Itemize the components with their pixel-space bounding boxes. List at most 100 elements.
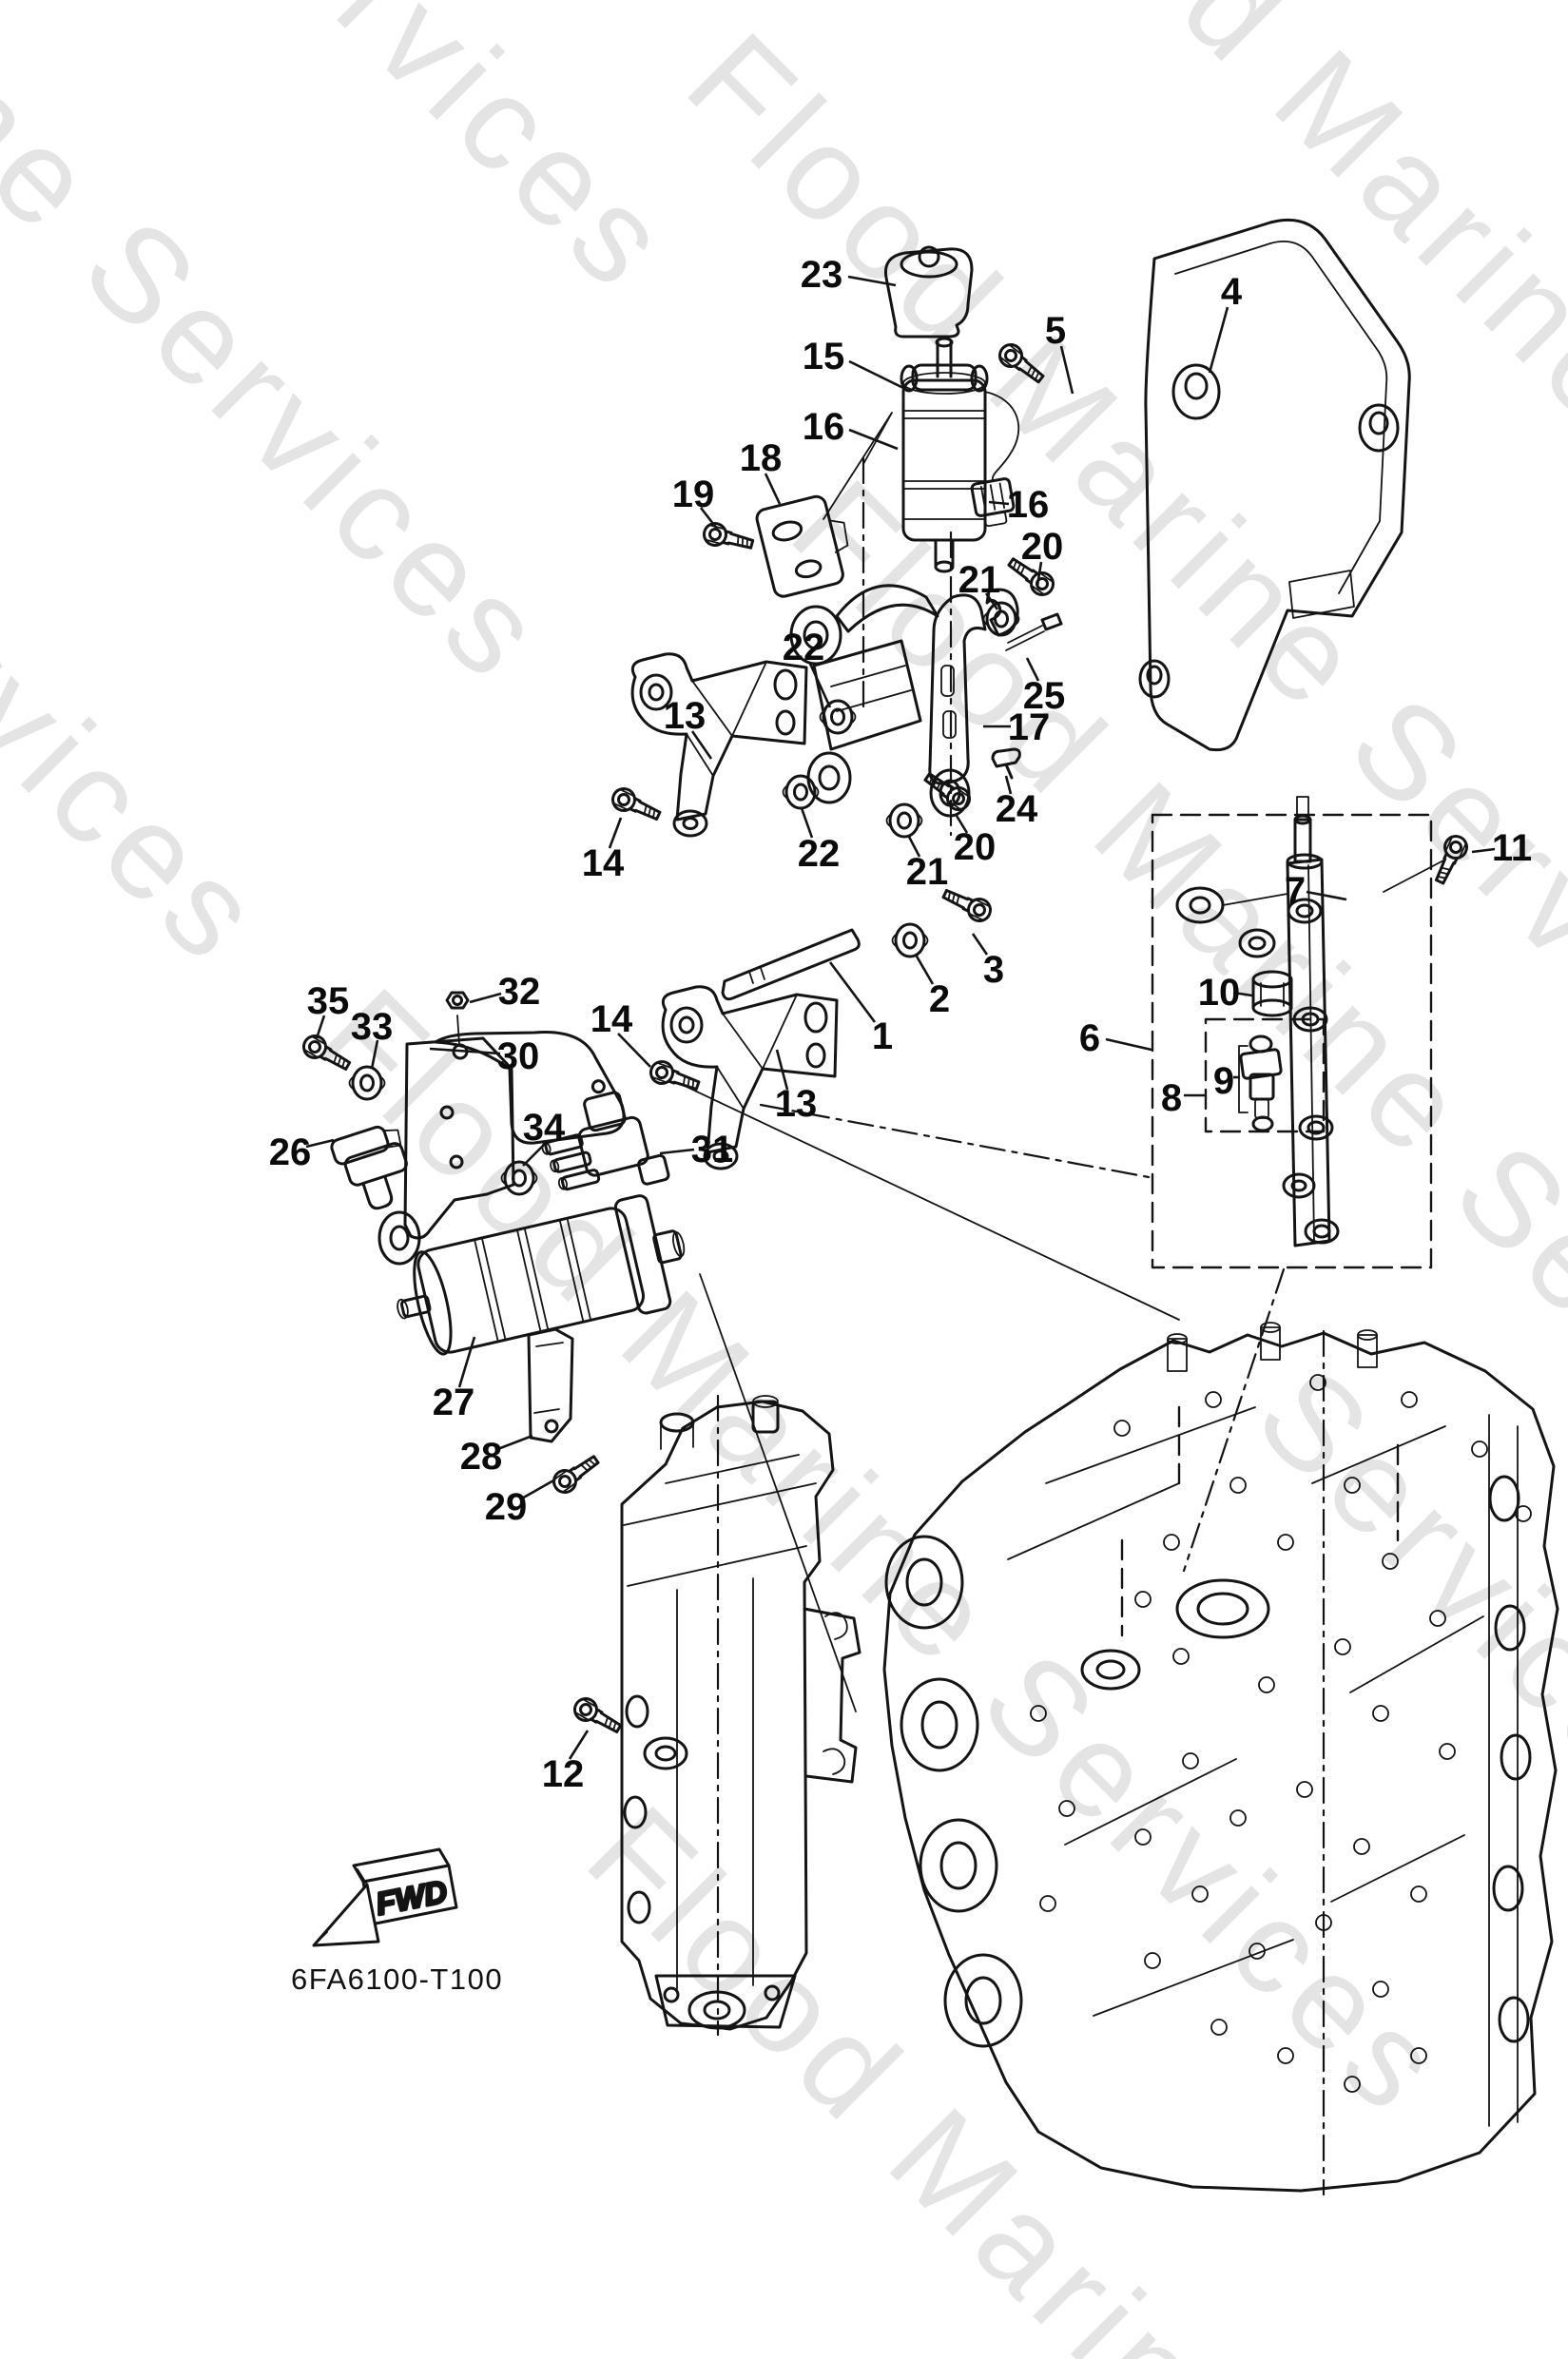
- callout-label: 20: [954, 826, 997, 868]
- callout-label: 14: [582, 842, 625, 884]
- pressure-regulator: [1251, 970, 1293, 1017]
- callout-label: 26: [269, 1131, 312, 1173]
- callout-leader: [847, 275, 897, 287]
- callout-label: 31: [691, 1129, 734, 1170]
- callout-label: 17: [1008, 706, 1051, 748]
- cover-panel: [1138, 218, 1411, 752]
- callout-leader: [469, 992, 502, 1004]
- stay-bracket: [377, 1015, 626, 1266]
- callout-leader: [1025, 657, 1040, 682]
- callout-leader: [457, 1336, 476, 1388]
- callout-label: 29: [485, 1486, 528, 1528]
- callout-leader: [984, 592, 999, 610]
- callout-leader: [519, 1478, 556, 1501]
- canister-bracket: [527, 1327, 574, 1443]
- callout-label: 35: [307, 980, 350, 1022]
- callout-label: 16: [1007, 484, 1050, 526]
- fuel-rail-box: [1151, 796, 1472, 1269]
- callout-leader: [1471, 847, 1496, 854]
- purge-valve: [541, 1079, 670, 1191]
- engine-block: [882, 1322, 1559, 2193]
- callout-leader: [907, 836, 921, 858]
- callout-leader: [764, 473, 782, 505]
- callout-label: 10: [1198, 972, 1241, 1014]
- callout-leader: [1232, 991, 1253, 997]
- callout-leader: [848, 428, 899, 451]
- callout-leader: [1036, 561, 1043, 587]
- callout-leader: [429, 1047, 501, 1055]
- callout-label: 18: [740, 437, 783, 479]
- diagram-line-art: [298, 218, 1559, 2196]
- callout-label: 20: [1021, 526, 1064, 568]
- callout-label: 23: [801, 254, 843, 296]
- callout-leader: [971, 933, 989, 956]
- callout-label: 15: [803, 336, 845, 377]
- callout-label: 34: [523, 1107, 566, 1149]
- callout-leader: [800, 807, 814, 839]
- callout-leader: [1004, 775, 1013, 795]
- callout-leader: [1306, 890, 1347, 901]
- callout-label: 33: [351, 1006, 394, 1048]
- callout-label: 6: [1079, 1017, 1100, 1059]
- callout-leader: [699, 507, 719, 530]
- fwd-arrow: FWD: [312, 1847, 458, 1947]
- callout-label: 3: [983, 949, 1004, 991]
- callout-leader: [988, 500, 1010, 506]
- callout-label: 16: [803, 406, 845, 448]
- fuel-pump: [883, 245, 1020, 573]
- canister: [397, 1194, 686, 1356]
- callout-leader: [659, 1148, 695, 1155]
- callout-label: 9: [1213, 1060, 1234, 1102]
- clip-24: [991, 747, 1021, 780]
- callout-label: 22: [783, 627, 825, 668]
- callout-label: 8: [1161, 1077, 1182, 1119]
- sheet-code: 6FA6100-T100: [291, 1963, 503, 1996]
- callout-leader: [617, 1033, 651, 1068]
- callout-label: 22: [798, 833, 841, 875]
- callout-label: 5: [1045, 310, 1066, 352]
- callout-leader: [690, 730, 713, 760]
- callout-leader: [568, 1730, 590, 1760]
- callout-label: 7: [1285, 870, 1306, 912]
- callout-label: 14: [590, 998, 633, 1040]
- callout-label: 1: [872, 1015, 893, 1057]
- callout-label: 11: [1492, 827, 1532, 869]
- callout-leader: [305, 1138, 335, 1149]
- callout-leader: [848, 359, 904, 390]
- callout-label: 25: [1023, 675, 1066, 717]
- fuel-rail: [1175, 796, 1340, 1247]
- callout-leader: [1105, 1037, 1152, 1052]
- callout-label: 21: [958, 559, 1001, 601]
- callout-leader: [775, 1049, 789, 1091]
- callout-leader: [370, 1039, 379, 1070]
- callout-leader: [494, 1434, 533, 1452]
- bracket-plate: [755, 494, 849, 598]
- callout-label: 30: [497, 1035, 540, 1077]
- callout-leader: [828, 961, 877, 1023]
- callout-label: 4: [1221, 271, 1243, 313]
- pin-1: [721, 928, 861, 1001]
- callout-label: 13: [664, 695, 707, 737]
- callout-leader: [1059, 345, 1074, 395]
- callout-label: 19: [672, 474, 715, 515]
- clip-26: [330, 1125, 408, 1210]
- callout-leader: [315, 1015, 326, 1039]
- fuel-injector: [1238, 1034, 1283, 1132]
- callout-leader: [955, 815, 969, 834]
- callout-leader: [1208, 306, 1229, 374]
- vapor-separator: [620, 1395, 861, 2031]
- nut-32: [445, 991, 470, 1010]
- callout-label: 21: [906, 851, 949, 893]
- callout-label: 32: [498, 971, 541, 1013]
- callout-leader: [914, 954, 935, 985]
- callout-label: 2: [929, 978, 950, 1020]
- callout-label: 28: [460, 1436, 503, 1478]
- callout-label: 27: [433, 1382, 475, 1423]
- callout-leader: [808, 663, 832, 708]
- callout-leader: [522, 1141, 548, 1167]
- callout-label: 24: [996, 788, 1038, 830]
